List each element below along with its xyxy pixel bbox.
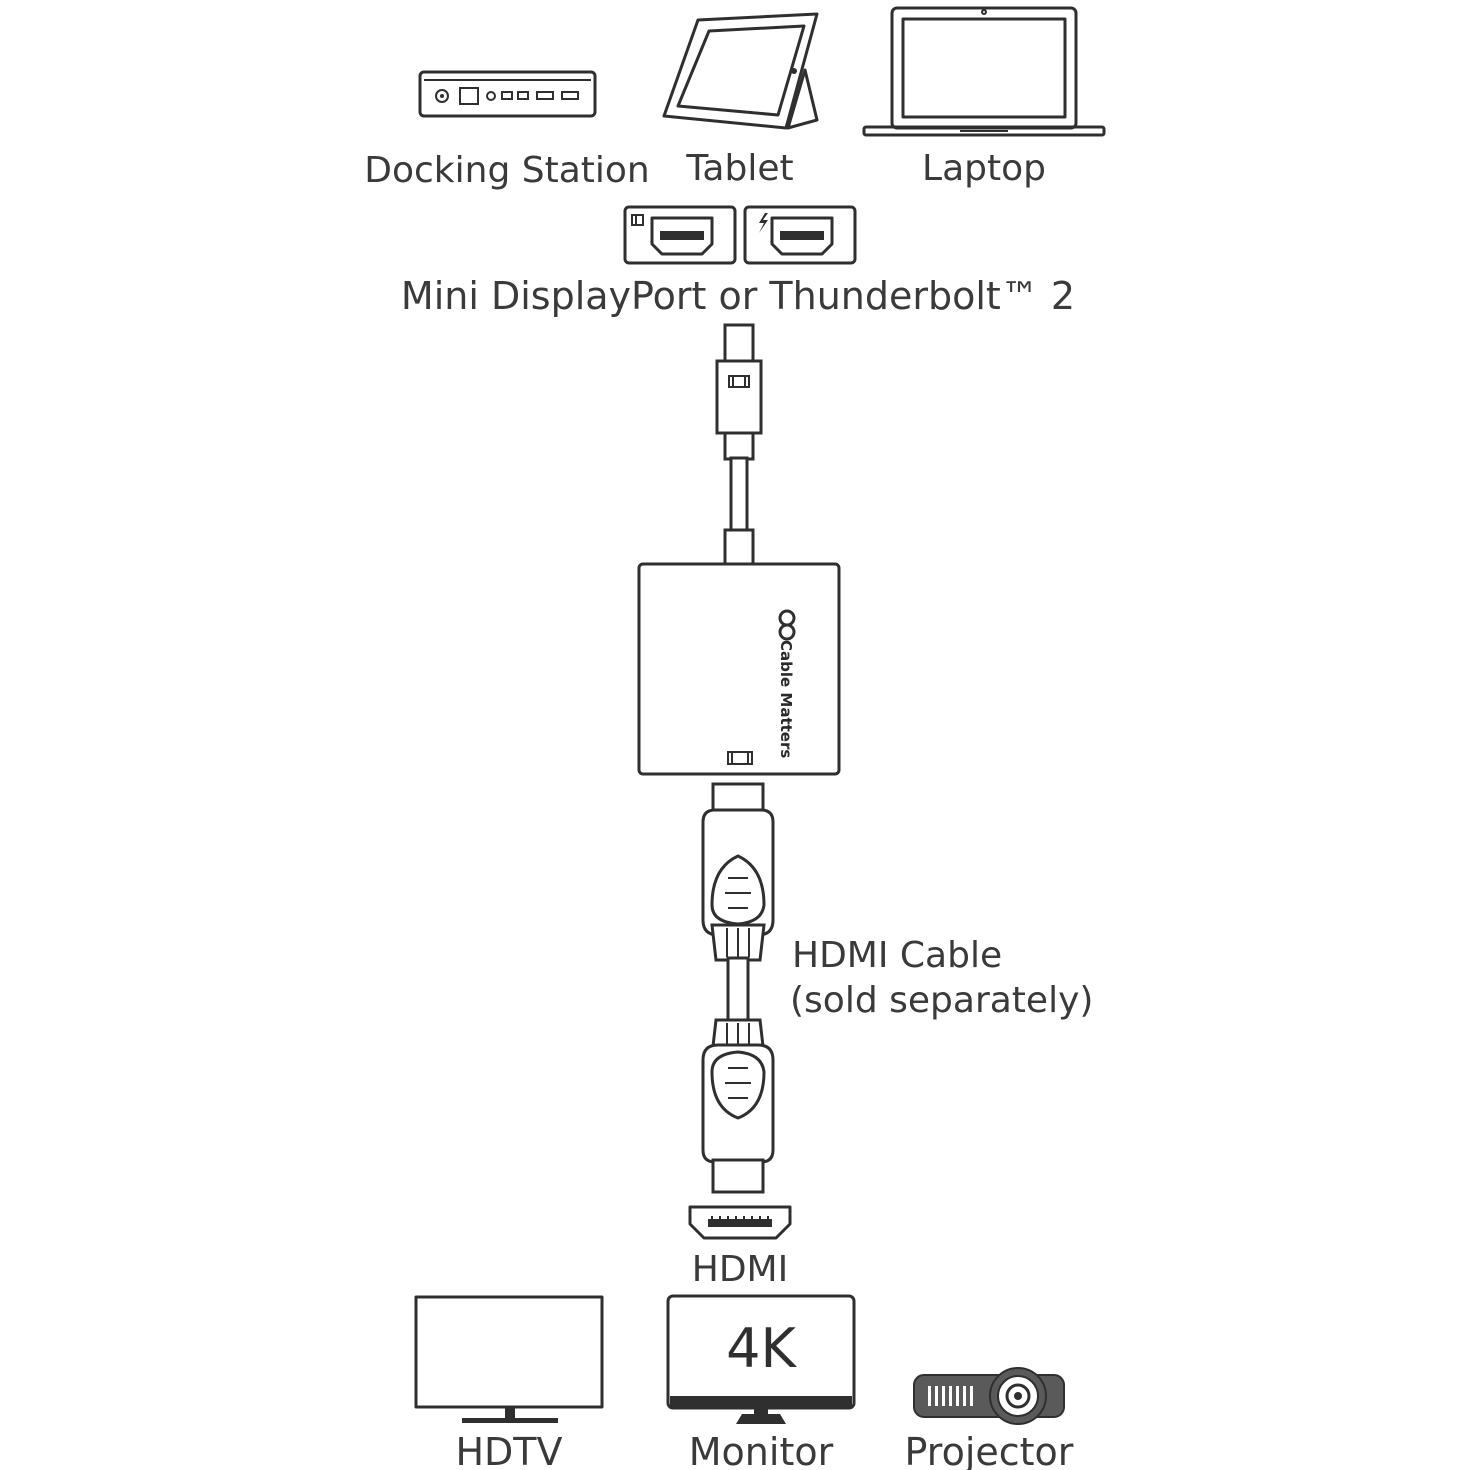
input-port-label: Mini DisplayPort or Thunderbolt™ 2 bbox=[401, 274, 1075, 318]
laptop-label: Laptop bbox=[922, 148, 1046, 189]
hdmi-cable-plug-upper-icon bbox=[701, 782, 775, 962]
mini-displayport-port-icon bbox=[623, 205, 737, 265]
docking-station-label: Docking Station bbox=[364, 150, 650, 191]
hdtv-label: HDTV bbox=[455, 1430, 562, 1470]
hdtv-icon bbox=[414, 1295, 604, 1423]
hdmi-cable-plug-lower-icon bbox=[701, 1018, 775, 1194]
thunderbolt-port-icon bbox=[743, 205, 857, 265]
adapter-body bbox=[637, 562, 841, 776]
hdmi-cable-note: (sold separately) bbox=[790, 980, 1093, 1021]
cable-matters-logo-icon: Cable Matters bbox=[777, 609, 796, 758]
output-port-label: HDMI bbox=[692, 1249, 788, 1290]
docking-station-icon bbox=[418, 70, 597, 118]
adapter-brand-label: Cable Matters bbox=[777, 640, 795, 758]
hdmi-cable-cord bbox=[726, 956, 750, 1022]
hdmi-port-icon bbox=[688, 1205, 792, 1240]
hdmi-cable-label: HDMI Cable bbox=[792, 935, 1002, 976]
monitor-4k-badge: 4K bbox=[726, 1317, 797, 1380]
projector-icon bbox=[913, 1367, 1065, 1425]
tablet-label: Tablet bbox=[685, 148, 793, 189]
monitor-label: Monitor bbox=[689, 1430, 834, 1470]
monitor-icon: 4K bbox=[666, 1294, 856, 1424]
mini-displayport-plug-icon bbox=[715, 323, 763, 566]
laptop-icon bbox=[862, 6, 1106, 137]
tablet-icon bbox=[662, 12, 819, 130]
projector-label: Projector bbox=[905, 1430, 1074, 1470]
